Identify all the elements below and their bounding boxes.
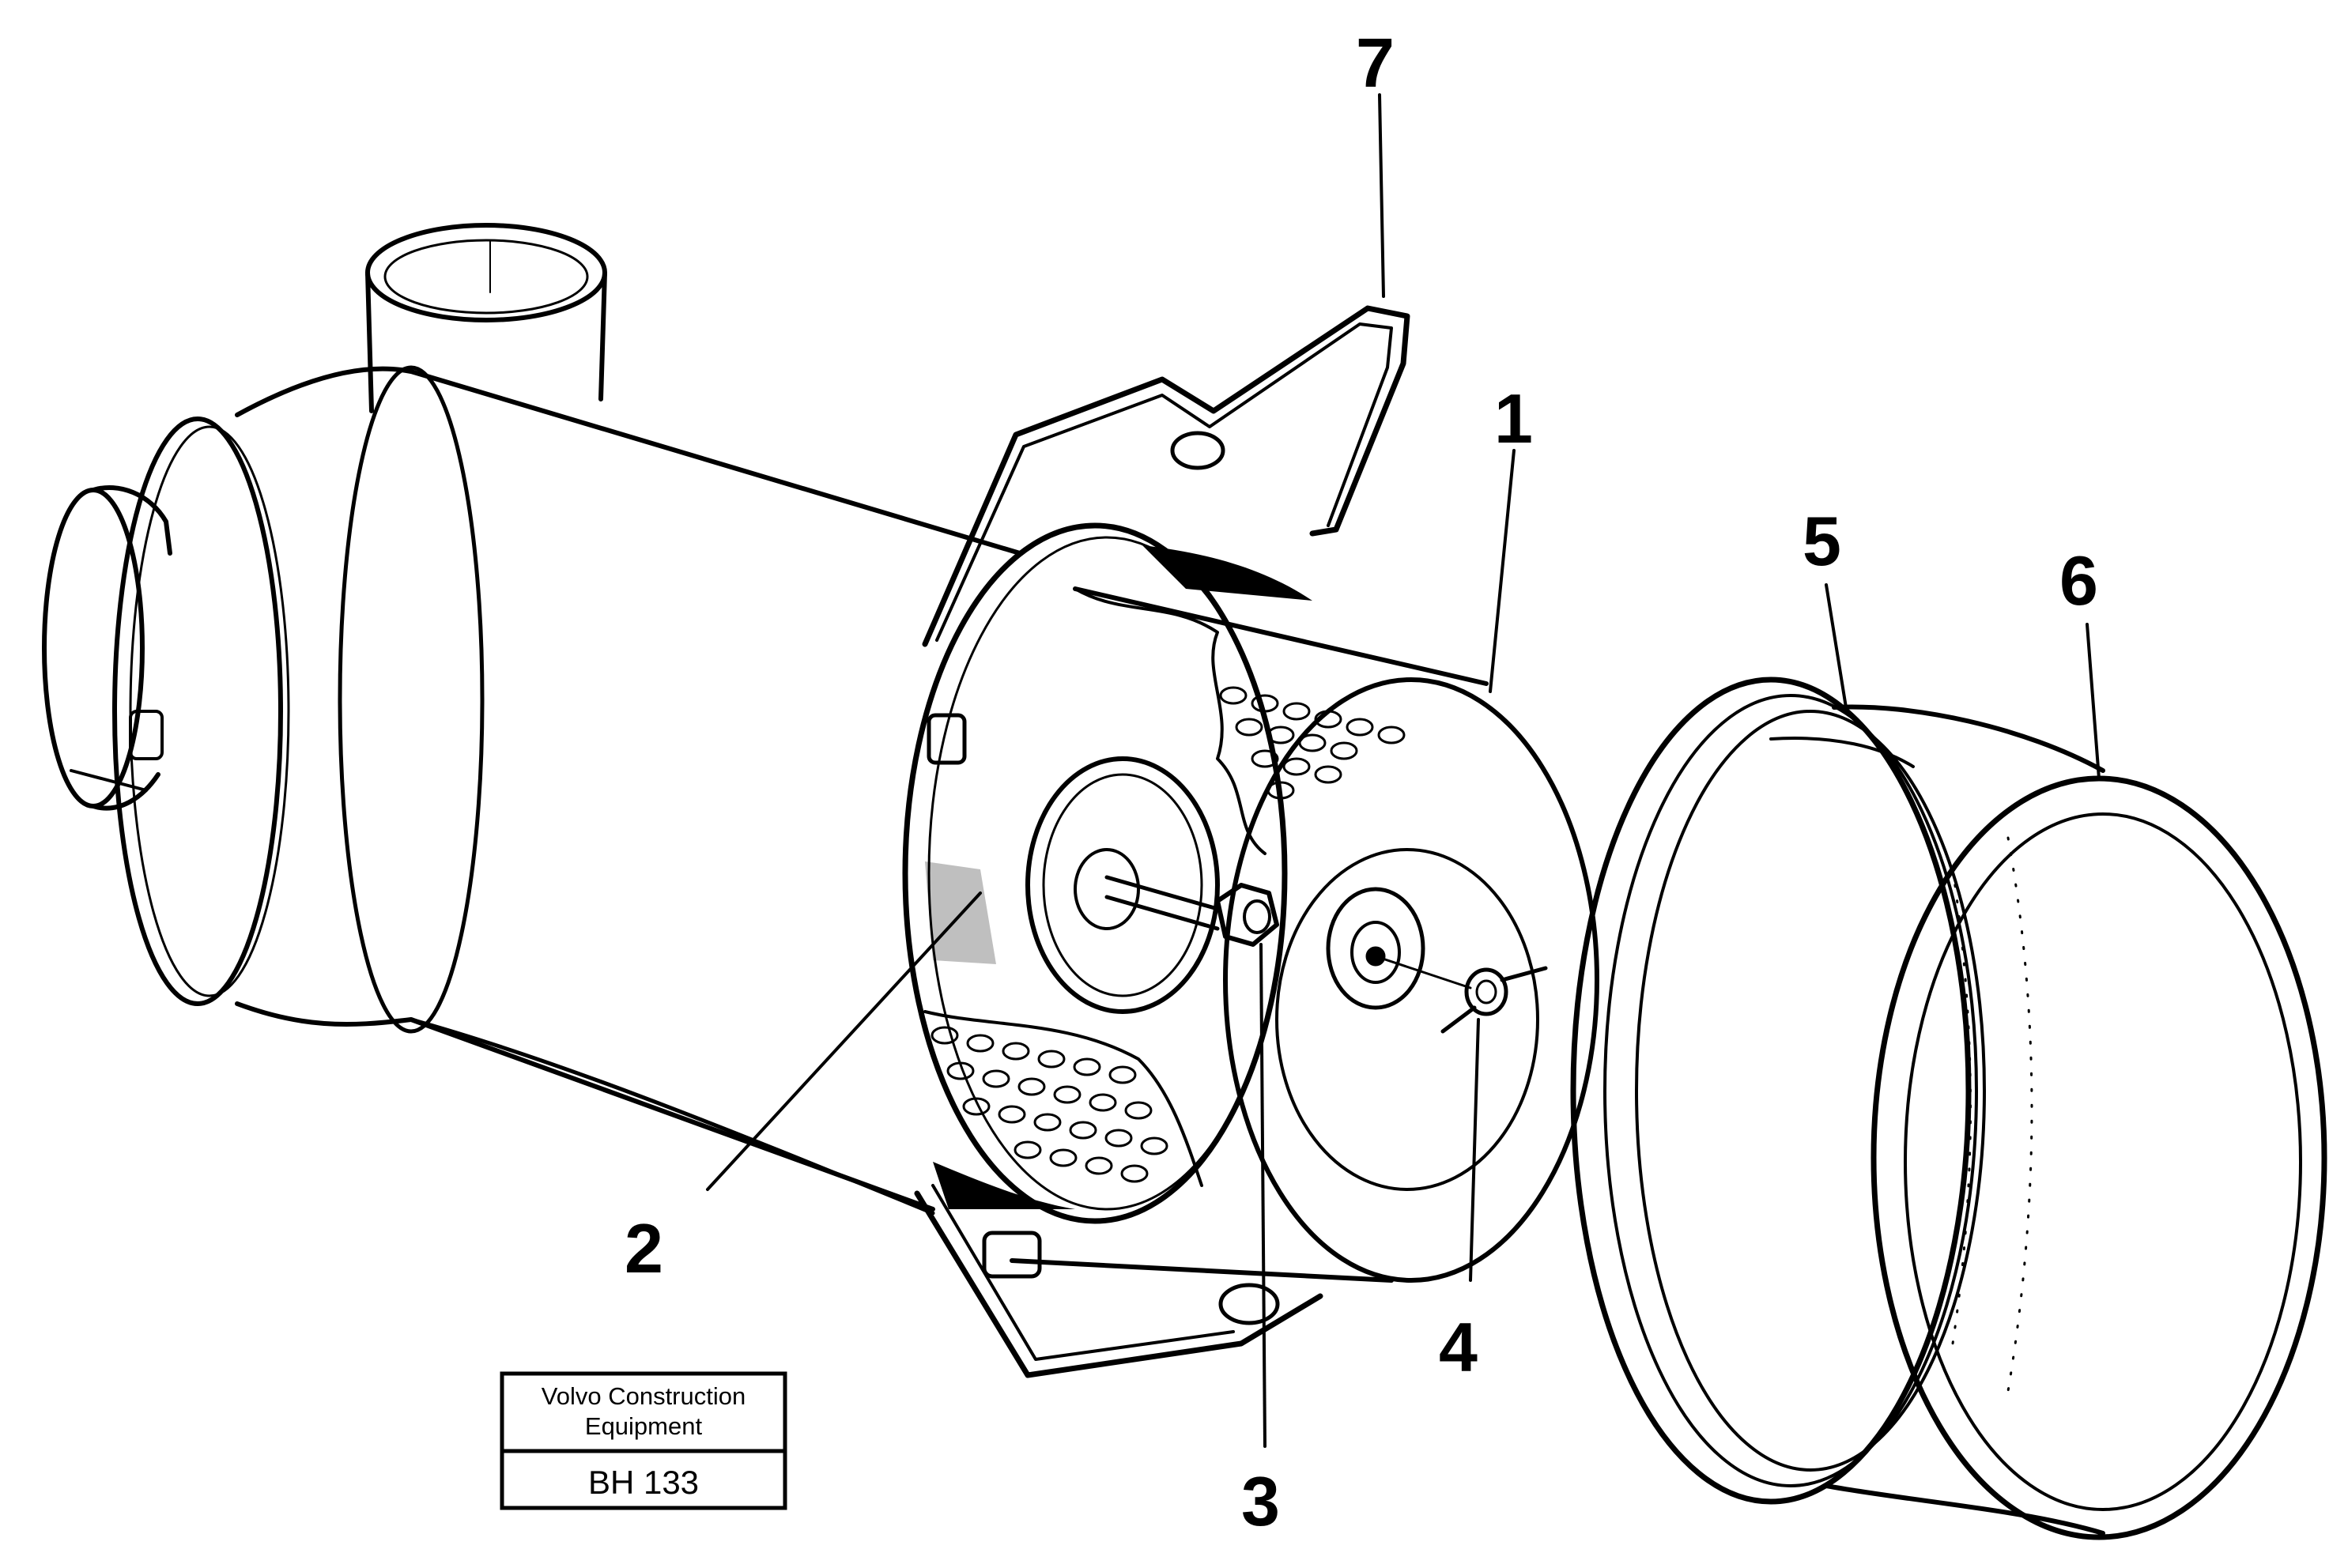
callout-3: 3: [1241, 1462, 1280, 1540]
housing-mouth-ring: [902, 522, 1288, 1224]
callout-7: 7: [1356, 24, 1395, 102]
outlet-pipe: [365, 223, 607, 413]
safety-element-disc: [1025, 756, 1220, 1014]
cover-seal-ring: [1570, 677, 1986, 1505]
callout-2: 2: [625, 1209, 663, 1287]
clip-lower-knob: [1218, 1283, 1280, 1325]
leader-7: [1378, 93, 1385, 298]
stud: [1104, 875, 1220, 931]
filter-cover: [1769, 704, 2327, 1540]
callout-6: 6: [2059, 541, 2098, 620]
clip-lower-tab: [982, 1231, 1042, 1279]
perforated-liner: [931, 686, 1406, 1183]
filter-housing: [42, 223, 1022, 1216]
clip-side-tab: [927, 713, 967, 765]
leader-4: [1469, 1018, 1480, 1282]
element-end-disc: [1223, 677, 1599, 1283]
leader-lines: [706, 93, 2101, 1448]
housing-rear-end-cover: [42, 488, 145, 808]
callout-1: 1: [1494, 379, 1533, 458]
retaining-spring-clip: [914, 305, 1410, 1378]
callout-4: 4: [1439, 1308, 1478, 1386]
housing-seam: [338, 365, 485, 1034]
nut: [1215, 883, 1279, 947]
leader-1: [1489, 449, 1516, 693]
stamp-company-line1: Volvo Construction: [542, 1382, 746, 1410]
leader-6: [2086, 623, 2101, 780]
leader-5: [1825, 583, 1848, 709]
reference-stamp: Volvo Construction Equipment BH 133: [500, 1371, 787, 1510]
leader-3: [1259, 943, 1266, 1448]
housing-rear-flange: [112, 416, 283, 1006]
filter-element: [923, 545, 1599, 1283]
stamp-company-line2: Equipment: [585, 1412, 703, 1440]
clip-knob: [1170, 431, 1225, 470]
cover-face: [1870, 775, 2327, 1540]
callout-5: 5: [1803, 502, 1841, 580]
stamp-code: BH 133: [588, 1464, 699, 1501]
leader-2: [706, 891, 982, 1191]
wing-nut: [1326, 887, 1548, 1034]
rear-clamp-bolt: [129, 710, 164, 760]
